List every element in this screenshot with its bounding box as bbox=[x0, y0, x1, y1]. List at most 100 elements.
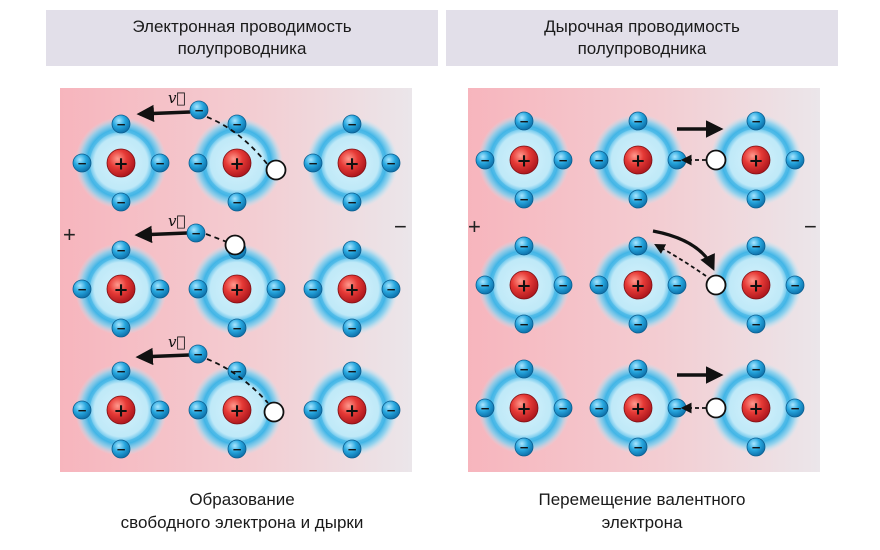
nucleus: + bbox=[623, 145, 653, 175]
valence-electron: − bbox=[785, 275, 805, 295]
valence-electron: − bbox=[150, 400, 170, 420]
nucleus: + bbox=[741, 270, 771, 300]
valence-electron: − bbox=[111, 192, 131, 212]
electron-sign: − bbox=[155, 282, 165, 296]
left-title-line1: Электронная проводимость bbox=[132, 17, 352, 36]
extras-layer: −v⃗−v⃗−v⃗− bbox=[134, 89, 727, 423]
nucleus-sign: + bbox=[344, 279, 359, 300]
electron-sign: − bbox=[558, 401, 568, 415]
electron-sign: − bbox=[790, 401, 800, 415]
nucleus-sign: + bbox=[344, 153, 359, 174]
electron-sign: − bbox=[347, 442, 357, 456]
valence-electron: − bbox=[227, 439, 247, 459]
valence-electron: − bbox=[111, 114, 131, 134]
nucleus: + bbox=[106, 395, 136, 425]
valence-electron: − bbox=[746, 359, 766, 379]
electron-path bbox=[206, 358, 269, 404]
valence-electron: − bbox=[342, 192, 362, 212]
valence-electron: − bbox=[628, 236, 648, 256]
valence-electron: − bbox=[628, 359, 648, 379]
atom: +−−−− bbox=[707, 236, 805, 334]
atom: +−−−− bbox=[303, 240, 401, 338]
left-title-line2: полупроводника bbox=[177, 39, 307, 58]
electron-sign: − bbox=[790, 153, 800, 167]
valence-electron: − bbox=[589, 150, 609, 170]
valence-electron: − bbox=[150, 153, 170, 173]
valence-electron: − bbox=[72, 400, 92, 420]
electron-sign: − bbox=[594, 153, 604, 167]
electron-sign: − bbox=[672, 401, 682, 415]
electron-sign: − bbox=[633, 440, 643, 454]
nucleus: + bbox=[222, 148, 252, 178]
hole bbox=[705, 397, 727, 419]
nucleus: + bbox=[337, 274, 367, 304]
atom: +−−−− bbox=[475, 359, 573, 457]
electron-sign: − bbox=[672, 278, 682, 292]
hole bbox=[705, 274, 727, 296]
atom: + − − − bbox=[589, 239, 687, 334]
electron-sign: − bbox=[308, 282, 318, 296]
electron-sign: − bbox=[347, 117, 357, 131]
velocity-label: v⃗ bbox=[168, 89, 185, 107]
valence-electron: − bbox=[303, 279, 323, 299]
nucleus: + bbox=[222, 395, 252, 425]
valence-electron: − bbox=[553, 398, 573, 418]
valence-electron: − bbox=[746, 189, 766, 209]
nucleus: + bbox=[623, 393, 653, 423]
valence-electron: − bbox=[303, 400, 323, 420]
nucleus-sign: + bbox=[630, 150, 645, 171]
valence-electron: − bbox=[785, 150, 805, 170]
valence-electron: − bbox=[381, 400, 401, 420]
valence-electron: − bbox=[475, 275, 495, 295]
nucleus-sign: + bbox=[516, 398, 531, 419]
atom: +−−−− bbox=[303, 361, 401, 459]
valence-electron: − bbox=[628, 437, 648, 457]
valence-electron: − bbox=[746, 437, 766, 457]
right-title-line1: Дырочная проводимость bbox=[544, 17, 740, 36]
valence-electron: − bbox=[381, 153, 401, 173]
nucleus-sign: + bbox=[229, 153, 244, 174]
velocity-arrow bbox=[136, 104, 191, 123]
valence-electron: − bbox=[342, 114, 362, 134]
valence-electron: − bbox=[72, 279, 92, 299]
electron-sign: − bbox=[347, 321, 357, 335]
electron-sign: − bbox=[77, 403, 87, 417]
nucleus: + bbox=[741, 393, 771, 423]
nucleus-sign: + bbox=[516, 275, 531, 296]
electron-sign: − bbox=[232, 117, 242, 131]
electron-sign: − bbox=[480, 153, 490, 167]
electron-sign: − bbox=[116, 321, 126, 335]
atom: +−−−− bbox=[72, 240, 170, 338]
electron-sign: − bbox=[751, 362, 761, 376]
valence-electron: − bbox=[475, 398, 495, 418]
valence-electron: − bbox=[381, 279, 401, 299]
nucleus-sign: + bbox=[229, 400, 244, 421]
velocity-label: v⃗ bbox=[168, 333, 185, 351]
nucleus: + bbox=[623, 270, 653, 300]
valence-electron: − bbox=[342, 361, 362, 381]
valence-electron: − bbox=[72, 153, 92, 173]
atom: + − − − bbox=[710, 359, 805, 457]
electron-sign: − bbox=[633, 317, 643, 331]
electron-sign: − bbox=[558, 153, 568, 167]
nucleus-sign: + bbox=[630, 275, 645, 296]
free-electron: − bbox=[186, 223, 206, 243]
electron-sign: − bbox=[194, 103, 204, 117]
valence-electron: − bbox=[188, 153, 208, 173]
electron-sign: − bbox=[271, 282, 281, 296]
electron-sign: − bbox=[672, 153, 682, 167]
valence-electron: − bbox=[303, 153, 323, 173]
nucleus-sign: + bbox=[630, 398, 645, 419]
valence-electron: − bbox=[553, 275, 573, 295]
atom: +−−−− bbox=[72, 114, 170, 212]
electron-path bbox=[654, 243, 707, 277]
left-minus-terminal: − bbox=[394, 214, 407, 239]
electron-sign: − bbox=[232, 321, 242, 335]
electron-sign: − bbox=[480, 278, 490, 292]
valence-electron: − bbox=[150, 279, 170, 299]
left-caption-line1: Образование bbox=[189, 490, 295, 509]
valence-electron: − bbox=[342, 318, 362, 338]
electron-sign: − bbox=[633, 192, 643, 206]
valence-electron: − bbox=[785, 398, 805, 418]
electron-sign: − bbox=[116, 117, 126, 131]
